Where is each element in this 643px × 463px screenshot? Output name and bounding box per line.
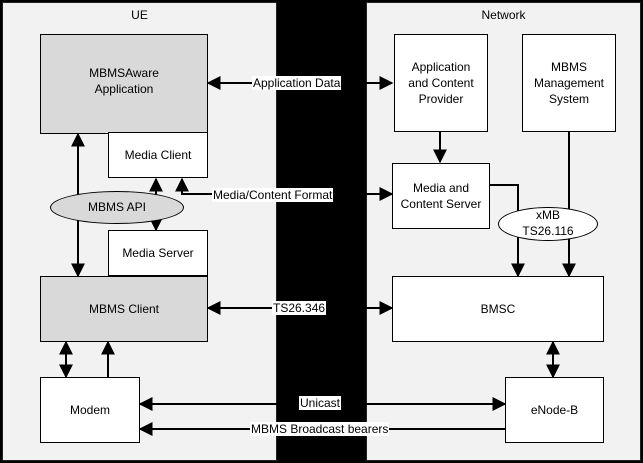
enodeb-box: eNode-B — [505, 377, 604, 443]
media-content-format-label: Media/Content Format — [212, 188, 334, 202]
ts26346-label: TS26.346 — [272, 301, 327, 315]
ue-panel-title: UE — [131, 8, 148, 22]
mbms-aware-application-box: MBMSAware Application — [40, 34, 208, 134]
application-data-label: Application Data — [252, 76, 342, 90]
mbms-client-box: MBMS Client — [40, 276, 208, 342]
media-client-box: Media Client — [108, 132, 208, 178]
media-server-box: Media Server — [108, 230, 208, 276]
broadcast-label: MBMS Broadcast bearers — [250, 422, 390, 436]
bmsc-box: BMSC — [392, 276, 604, 342]
network-panel-title: Network — [481, 8, 526, 22]
application-content-provider-box: Application and Content Provider — [394, 34, 488, 132]
server-to-bmsc-link — [490, 184, 525, 278]
media-content-server-box: Media and Content Server — [392, 163, 490, 229]
unicast-label: Unicast — [299, 396, 342, 410]
mbms-api-ellipse: MBMS API — [50, 191, 184, 224]
mbms-management-system-box: MBMS Management System — [522, 34, 616, 132]
modem-box: Modem — [40, 377, 140, 443]
xmb-ellipse: xMB TS26.116 — [498, 207, 598, 241]
